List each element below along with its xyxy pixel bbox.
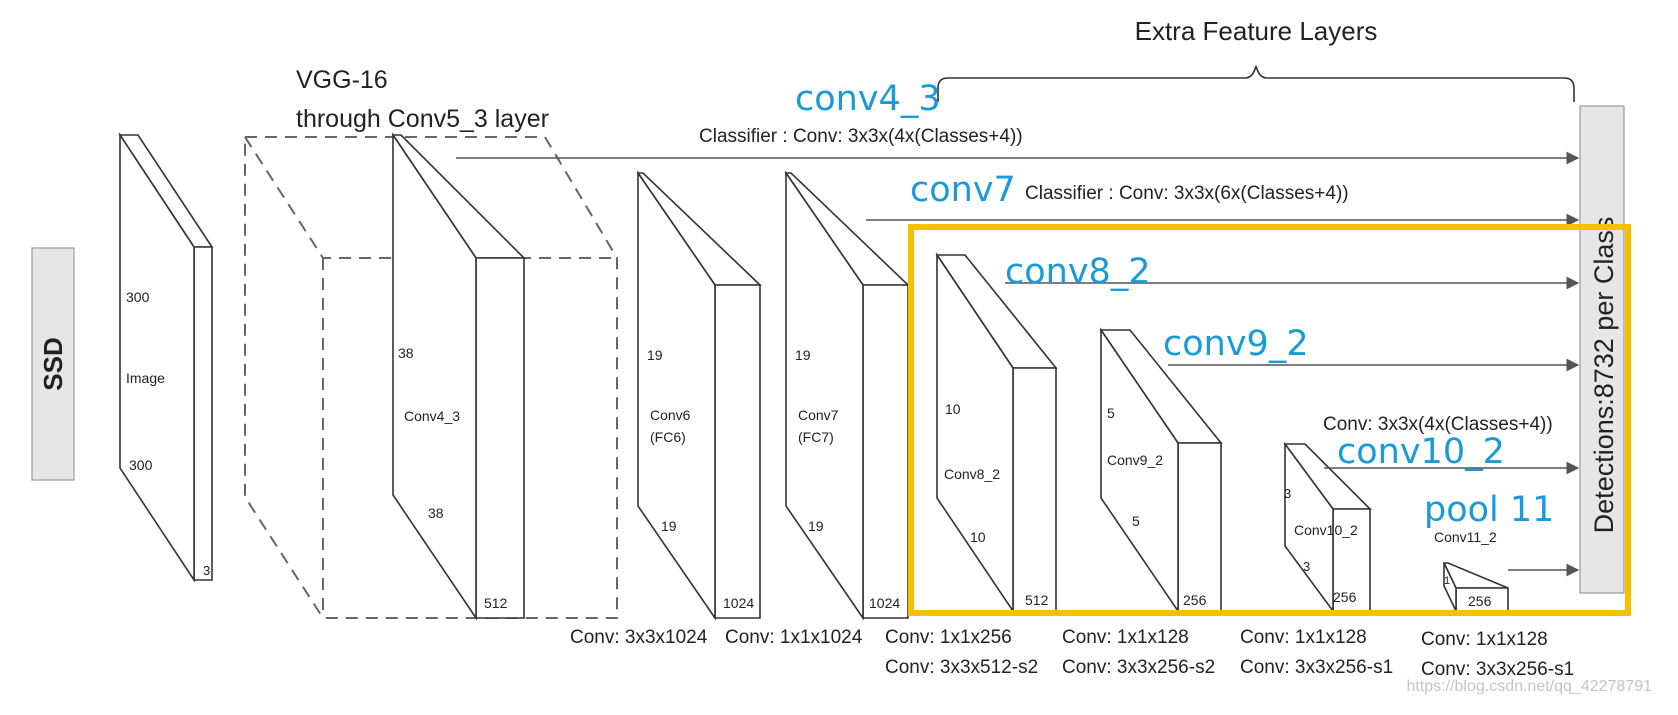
image-size-bottom: 300 bbox=[129, 457, 153, 473]
conv10-2-op2: Conv: 3x3x256-s1 bbox=[1240, 657, 1393, 678]
conv11-2-op1: Conv: 1x1x128 bbox=[1421, 629, 1548, 650]
conv6-depth: 1024 bbox=[723, 595, 754, 611]
conv4-3-name: Conv4_3 bbox=[404, 408, 460, 424]
ssd-label: SSD bbox=[38, 337, 68, 390]
extra-feature-layers-label: Extra Feature Layers bbox=[1135, 16, 1378, 46]
conv8-2-size-top: 10 bbox=[945, 401, 961, 417]
conv9-2-slab: 5 Conv9_2 5 256 bbox=[1099, 327, 1223, 614]
conv9-2-label: conv9_2 bbox=[1163, 324, 1309, 364]
conv10-2-name: Conv10_2 bbox=[1294, 522, 1358, 538]
conv11-2-slab: Conv11_2 1 256 bbox=[1434, 529, 1509, 612]
extra-feature-layers-brace: Extra Feature Layers bbox=[937, 16, 1575, 102]
conv6-size-top: 19 bbox=[647, 347, 663, 363]
image-size-top: 300 bbox=[126, 289, 150, 305]
conv7-classifier: Classifier : Conv: 3x3x(6x(Classes+4)) bbox=[1025, 183, 1349, 204]
conv9-2-size-bottom: 5 bbox=[1132, 513, 1140, 529]
conv11-2-op2: Conv: 3x3x256-s1 bbox=[1421, 659, 1574, 680]
conv8-2-depth: 512 bbox=[1025, 592, 1049, 608]
conv9-2-op1: Conv: 1x1x128 bbox=[1062, 627, 1189, 648]
conv8-2-size-bottom: 10 bbox=[970, 529, 986, 545]
conv4-3-classifier: Classifier : Conv: 3x3x(4x(Classes+4)) bbox=[699, 126, 1023, 147]
conv11-2-name: Conv11_2 bbox=[1434, 529, 1497, 545]
vgg-subtitle: through Conv5_3 layer bbox=[296, 105, 549, 133]
conv-op-labels: Conv: 3x3x1024 Conv: 1x1x1024 Conv: 1x1x… bbox=[570, 627, 1574, 680]
watermark: https://blog.csdn.net/qq_42278791 bbox=[1406, 678, 1652, 695]
conv7-slab: 19 Conv7 (FC7) 19 1024 bbox=[784, 170, 910, 621]
conv8-2-op1: Conv: 1x1x256 bbox=[885, 627, 1012, 648]
conv8-2-slab: 10 Conv8_2 10 512 bbox=[935, 252, 1058, 614]
conv10-2-size-top: 3 bbox=[1284, 486, 1291, 501]
conv4-3-label: conv4_3 bbox=[795, 79, 941, 119]
conv6-size-bottom: 19 bbox=[661, 518, 677, 534]
conv4-3-depth: 512 bbox=[484, 595, 508, 611]
conv8-2-label: conv8_2 bbox=[1005, 252, 1151, 292]
image-name: Image bbox=[126, 370, 165, 386]
conv7-size-top: 19 bbox=[795, 347, 811, 363]
conv11-2-size: 1 bbox=[1444, 575, 1450, 587]
conv4-3-size-bottom: 38 bbox=[428, 505, 444, 521]
conv10-2-slab: 3 Conv10_2 3 256 bbox=[1283, 441, 1372, 614]
conv11-2-depth: 256 bbox=[1468, 593, 1492, 609]
conv7-name-sub: (FC7) bbox=[798, 429, 834, 445]
conv8-2-op2: Conv: 3x3x512-s2 bbox=[885, 657, 1038, 678]
vgg-title: VGG-16 bbox=[296, 66, 388, 94]
detection-arrows bbox=[456, 151, 1580, 577]
conv8-2-name: Conv8_2 bbox=[944, 466, 1000, 482]
highlight-box bbox=[908, 224, 1631, 616]
conv10-2-depth: 256 bbox=[1333, 589, 1357, 605]
conv9-2-name: Conv9_2 bbox=[1107, 452, 1163, 468]
conv6-name-sub: (FC6) bbox=[650, 429, 686, 445]
conv10-2-op1: Conv: 1x1x128 bbox=[1240, 627, 1367, 648]
conv7-op: Conv: 1x1x1024 bbox=[725, 627, 863, 648]
image-depth: 3 bbox=[203, 563, 210, 578]
conv4-3-slab: 38 Conv4_3 38 512 bbox=[391, 132, 526, 621]
conv6-op: Conv: 3x3x1024 bbox=[570, 627, 708, 648]
vgg16-dashed-box: VGG-16 through Conv5_3 layer bbox=[244, 66, 618, 619]
conv7-depth: 1024 bbox=[869, 595, 900, 611]
image-slab: 300 Image 300 3 bbox=[118, 132, 214, 583]
detections-label: Detections:8732 per Class bbox=[1589, 217, 1619, 534]
conv9-2-depth: 256 bbox=[1183, 592, 1207, 608]
pool11-label: pool 11 bbox=[1424, 490, 1554, 530]
ssd-box: SSD bbox=[31, 247, 75, 481]
conv7-size-bottom: 19 bbox=[808, 518, 824, 534]
conv7-name: Conv7 bbox=[798, 407, 839, 423]
conv6-name: Conv6 bbox=[650, 407, 691, 423]
conv10-2-label: conv10_2 bbox=[1337, 432, 1505, 472]
conv7-label: conv7 bbox=[910, 170, 1016, 210]
conv10-2-classifier: Conv: 3x3x(4x(Classes+4)) bbox=[1323, 414, 1553, 435]
conv10-2-size-bottom: 3 bbox=[1303, 559, 1310, 574]
conv6-slab: 19 Conv6 (FC6) 19 1024 bbox=[636, 170, 762, 621]
conv9-2-op2: Conv: 3x3x256-s2 bbox=[1062, 657, 1215, 678]
conv4-3-size-top: 38 bbox=[398, 345, 414, 361]
conv9-2-size-top: 5 bbox=[1107, 405, 1115, 421]
detections-bar: Detections:8732 per Class bbox=[1579, 105, 1625, 594]
